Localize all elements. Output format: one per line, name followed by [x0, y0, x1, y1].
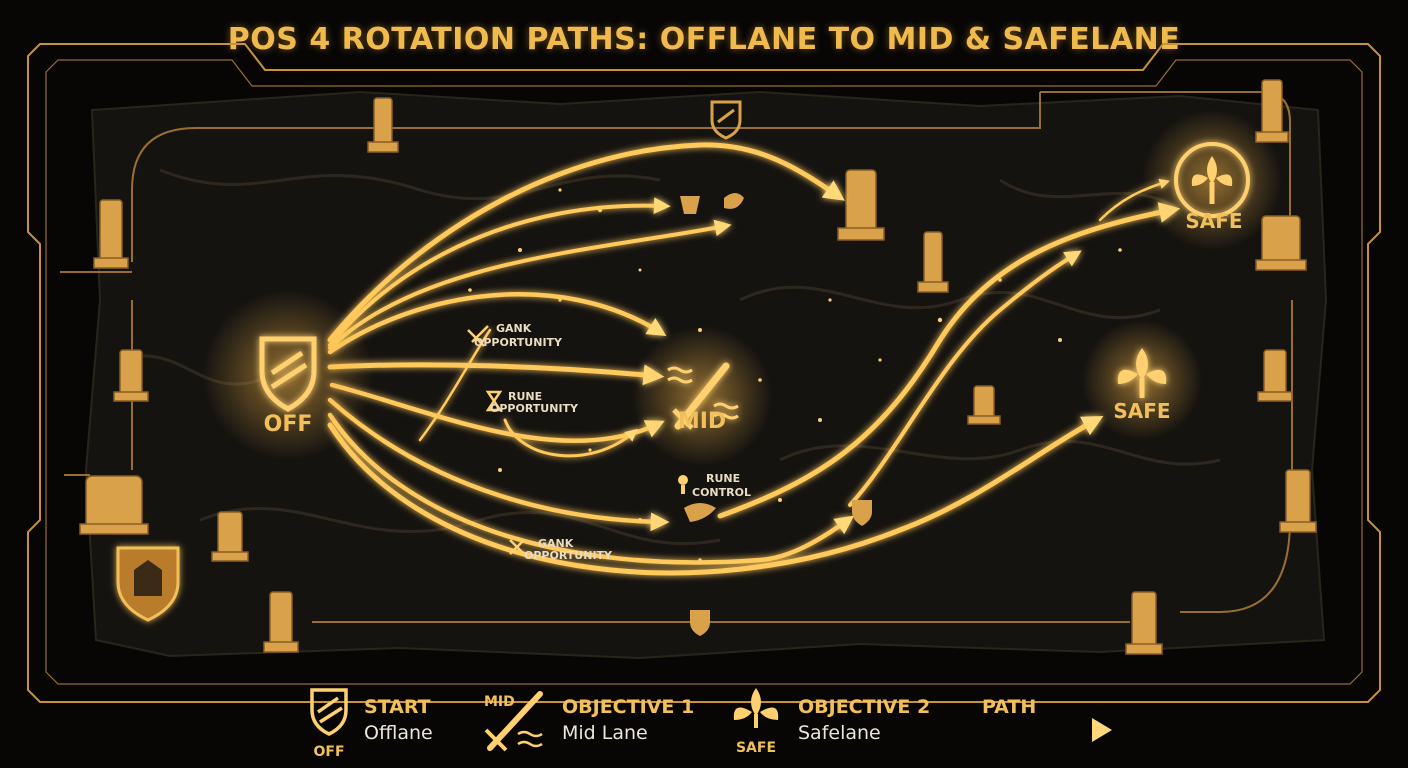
camp-icon [680, 196, 700, 214]
rune-opportunity-line2: OPPORTUNITY [490, 402, 579, 415]
path-mid-to-safe-top [717, 202, 1181, 519]
diagram-title: POS 4 ROTATION PATHS: OFFLANE TO MID & S… [227, 22, 1181, 57]
tower-icon [1255, 215, 1307, 271]
legend-path: PATH [979, 696, 1112, 742]
sword-icon [484, 691, 543, 752]
path-rune-return [418, 328, 492, 442]
tower-icon [79, 475, 149, 535]
annotation-gank-top: GANK OPPORTUNITY [467, 322, 563, 349]
legend-start-sub: Offlane [364, 722, 433, 744]
legend-objective1-sub: Mid Lane [562, 722, 648, 744]
legend: OFF START Offlane MID OBJECTIVE 1 Mid La… [310, 688, 1112, 760]
annotation-rune-opportunity: RUNE OPPORTUNITY [485, 390, 579, 415]
gank-bottom-line2: OPPORTUNITY [524, 549, 613, 562]
mid-node: MID [632, 326, 772, 466]
rune-control-line1: RUNE [706, 472, 740, 485]
tower-icon [967, 385, 1001, 425]
shield-marker-top [710, 100, 742, 140]
path-off-to-bottom-rune [327, 412, 855, 565]
legend-path-heading: PATH [982, 696, 1036, 718]
tower-icon [211, 511, 249, 562]
tower-icon [917, 231, 949, 293]
mid-label: MID [678, 409, 726, 434]
gank-top-line2: OPPORTUNITY [474, 336, 563, 349]
annotation-gank-bottom: GANK OPPORTUNITY [509, 537, 613, 562]
tower-icon [1257, 349, 1293, 402]
gank-bottom-line1: GANK [538, 537, 574, 550]
path-off-to-mid-upper [327, 292, 667, 355]
rune-icon [678, 475, 688, 485]
tower-icon [367, 97, 399, 153]
path-off-to-mid-lower [329, 382, 665, 444]
tower-icon [1125, 591, 1163, 655]
tree-icon [1117, 348, 1167, 398]
tower-icon [263, 591, 299, 653]
legend-start-heading: START [364, 696, 431, 718]
path-off-to-top-jungle [328, 197, 671, 347]
safelane-right-label: SAFE [1113, 399, 1170, 423]
legend-objective1-icon-label: MID [484, 694, 515, 710]
creature-icon [724, 193, 744, 209]
crossed-swords-icon [509, 539, 525, 555]
sword-icon [667, 362, 739, 430]
creature-icon [684, 503, 716, 522]
tower-markers [79, 79, 1317, 655]
path-off-to-safe-bottom [327, 416, 1104, 576]
offlane-label: OFF [264, 412, 313, 437]
tower-icon [93, 199, 129, 269]
shield-icon [259, 336, 317, 412]
tower-icon [1255, 79, 1289, 143]
offlane-node: OFF [203, 290, 373, 460]
annotation-rune-control: RUNE CONTROL [678, 472, 751, 499]
camp-markers [680, 193, 872, 526]
path-off-to-rune-control [327, 397, 670, 532]
tree-icon [1191, 156, 1233, 204]
tree-icon [733, 688, 779, 728]
safelane-top-label: SAFE [1185, 209, 1242, 233]
legend-start: OFF START Offlane [310, 688, 433, 760]
gank-top-line1: GANK [496, 322, 532, 335]
rune-opportunity-line1: RUNE [508, 390, 542, 403]
path-mid-to-safe-upper [848, 250, 1082, 507]
dagger-icon [467, 325, 489, 347]
shield-marker-bottom [690, 610, 710, 636]
safelane-top-node: SAFE [1142, 110, 1282, 250]
legend-objective1: MID OBJECTIVE 1 Mid Lane [484, 691, 694, 752]
shield-small-icon [852, 500, 872, 526]
ancient-base-icon [116, 546, 180, 622]
legend-objective2-heading: OBJECTIVE 2 [798, 696, 930, 718]
tower-icon [837, 169, 885, 241]
path-rune-loop [503, 418, 638, 458]
rune-control-line2: CONTROL [692, 486, 751, 499]
safelane-right-node: SAFE [1082, 320, 1202, 440]
shield-icon [310, 688, 348, 736]
legend-objective2-sub: Safelane [798, 722, 881, 744]
rotation-paths [327, 142, 1181, 576]
tower-icon [1279, 469, 1317, 533]
hourglass-icon [485, 390, 503, 412]
path-off-to-top-camp [328, 219, 732, 350]
legend-objective1-heading: OBJECTIVE 1 [562, 696, 694, 718]
path-off-to-top-tower [327, 142, 845, 343]
outer-frame [27, 43, 1381, 703]
legend-objective2-icon-label: SAFE [736, 740, 776, 756]
legend-start-icon-label: OFF [313, 744, 344, 760]
legend-objective2: SAFE OBJECTIVE 2 Safelane [733, 688, 930, 756]
tower-icon [113, 349, 149, 402]
